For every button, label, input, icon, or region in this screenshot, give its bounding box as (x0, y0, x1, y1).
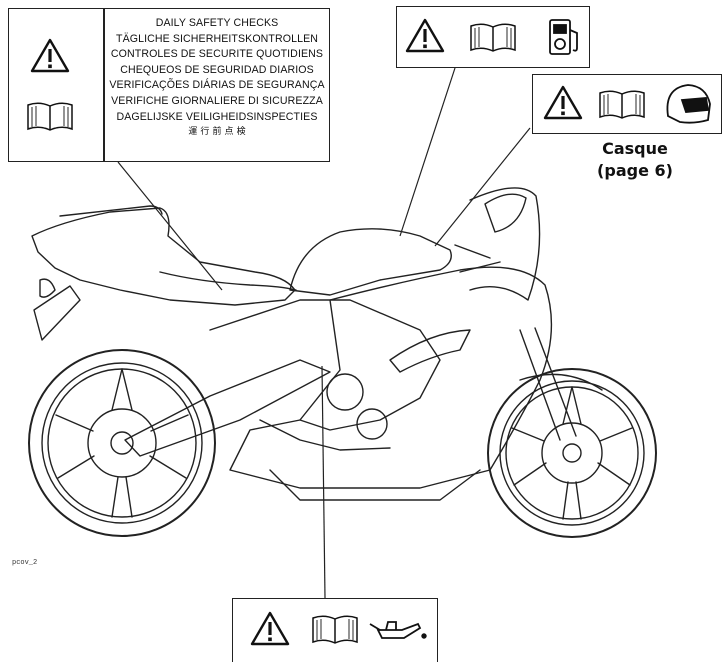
safety-line: CONTROLES DE SECURITE QUOTIDIENS (110, 48, 324, 61)
leader-oil (321, 365, 326, 599)
label-helmet (532, 74, 722, 134)
leader-lines (117, 67, 531, 599)
tail-section (31, 207, 296, 306)
figure-code: pcov_2 (12, 559, 38, 567)
rear-wheel (28, 349, 216, 537)
helmet-caption-page: (page 6) (597, 161, 673, 180)
label-fuel (396, 6, 590, 68)
swingarm (124, 359, 331, 457)
safety-text-block: DAILY SAFETY CHECKS TÄGLICHE SICHERHEITS… (105, 9, 329, 161)
leader-helmet (434, 127, 531, 247)
safety-line: VERIFICHE GIORNALIERE DI SICUREZZA (111, 94, 323, 107)
fairing (229, 266, 553, 489)
safety-line: 運 行 前 点 検 (188, 127, 246, 138)
label-oil (232, 598, 438, 662)
front-fork (519, 327, 577, 441)
windscreen (484, 193, 527, 233)
safety-line: CHEQUEOS DE SEGURIDAD DIARIOS (120, 63, 314, 76)
fuel-tank (289, 228, 452, 296)
safety-line: VERIFICAÇÕES DIÁRIAS DE SEGURANÇA (109, 79, 325, 92)
leader-safety (117, 161, 223, 291)
motorcycle-outline (28, 187, 657, 538)
leader-fuel (399, 67, 456, 237)
helmet-caption: Casque (page 6) (585, 138, 685, 182)
licence-plate (33, 285, 81, 341)
seat (159, 271, 297, 291)
front-wheel (487, 368, 657, 538)
safety-line: TÄGLICHE SICHERHEITSKONTROLLEN (116, 32, 318, 45)
helmet-caption-title: Casque (602, 139, 668, 158)
safety-line: DAGELIJSKE VEILIGHEIDSINSPECTIES (116, 110, 318, 123)
label-divider (103, 9, 105, 161)
label-safety-checks: DAILY SAFETY CHECKS TÄGLICHE SICHERHEITS… (8, 8, 330, 162)
safety-line: DAILY SAFETY CHECKS (155, 17, 279, 29)
